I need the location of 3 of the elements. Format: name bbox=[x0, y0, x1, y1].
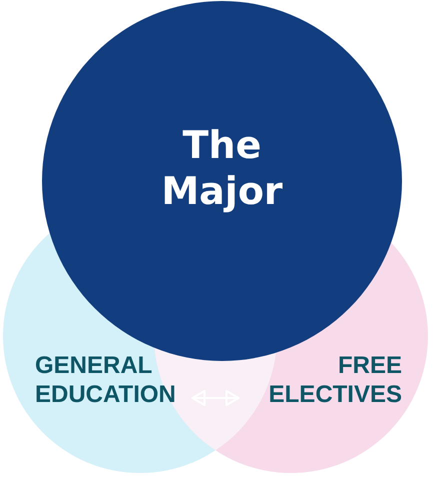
circle-label: FREE ELECTIVES bbox=[268, 351, 402, 409]
circle-label: The Major bbox=[161, 122, 283, 214]
circle-label: GENERAL EDUCATION bbox=[35, 351, 176, 409]
